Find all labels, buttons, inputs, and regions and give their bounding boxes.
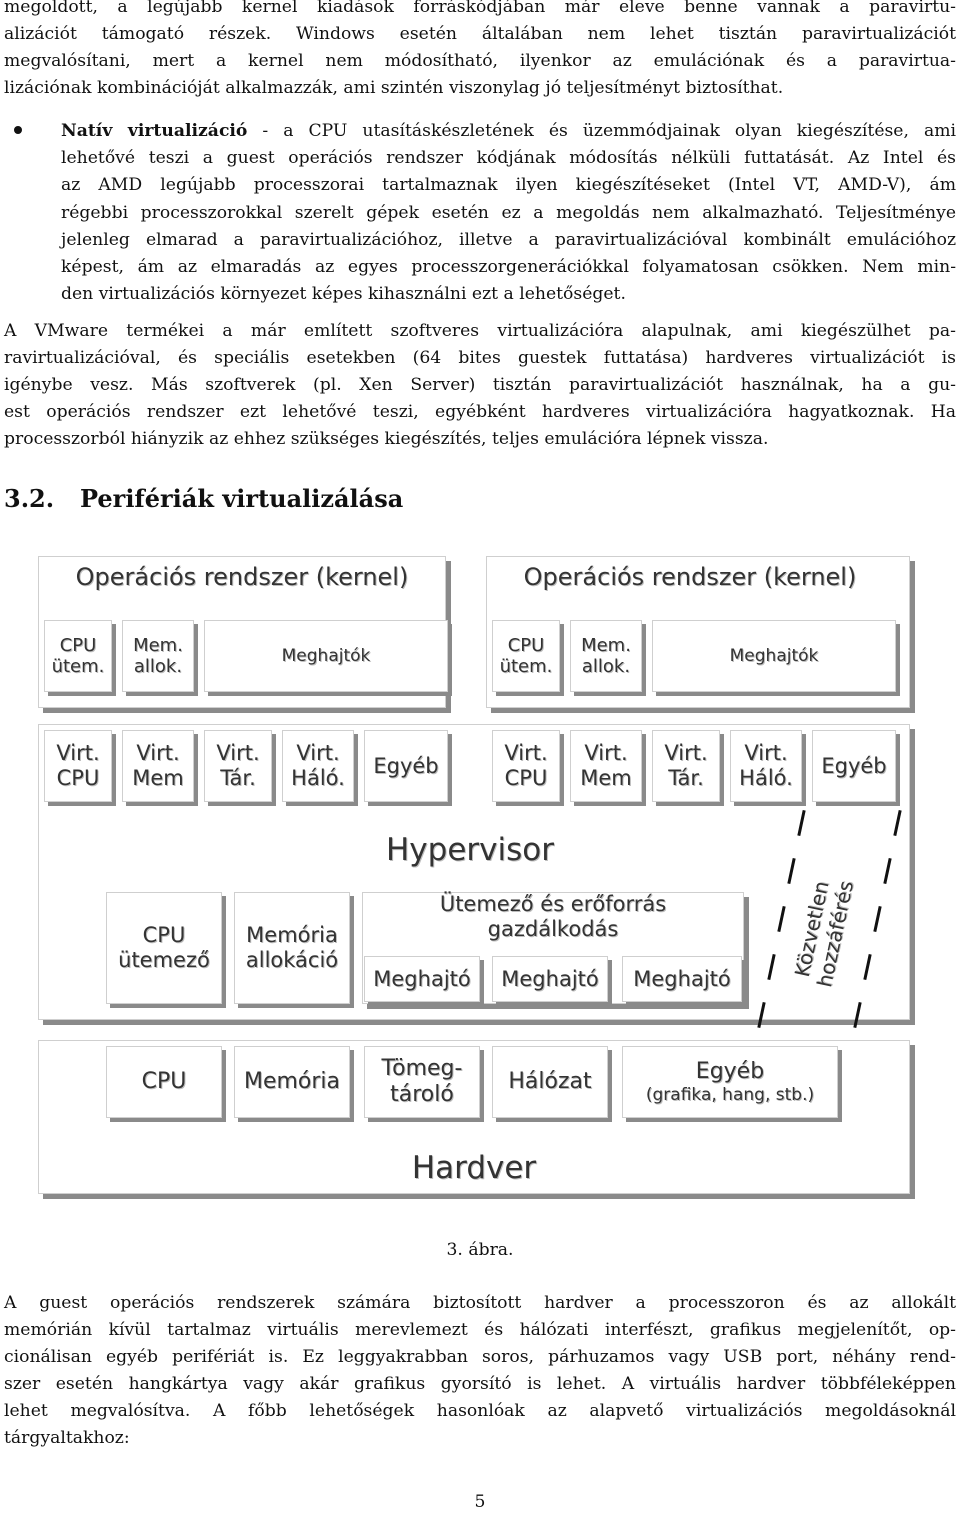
bullet-line: den virtualizációs környezet képes kihas… [61,284,626,305]
bullet-line: régebbi processzorokkal szerelt gépek es… [61,202,956,223]
drivers-cell: Meghajtók [204,620,448,692]
hypervisor-label: Hypervisor [386,832,554,868]
hw-other-cell: Egyéb (grafika, hang, stb.) [622,1046,838,1118]
figure-caption: 3. ábra. [446,1240,514,1260]
section-heading: 3.2. Perifériák virtualizálása [4,484,403,513]
section-title: Perifériák virtualizálása [80,484,404,513]
virt-other-cell: Egyéb [364,730,448,802]
hw-other-label: Egyéb [695,1059,765,1084]
guest-line: cionálisan egyéb perifériát is. Ez leggy… [4,1347,956,1367]
driver-cell: Meghajtó [364,956,480,1002]
scheduling-resources-label: Ütemező és erőforrás gazdálkodás [439,892,667,941]
os-kernel-label: Operációs rendszer (kernel) [75,563,409,591]
guest-line: lehet megvalósítva. A főbb lehetőségek h… [4,1401,956,1421]
vmware-line: ravirtualizációval, és speciális esetekb… [4,348,956,368]
intro-paragraph: megoldott, a legújabb kernel kiadások fo… [4,0,956,102]
bullet-term: Natív virtualizáció [61,121,248,141]
drivers-cell: Meghajtók [652,620,896,692]
hw-cpu-cell: CPU [106,1046,222,1118]
bullet-line: jelenleg elmarad a paravirtualizációhoz,… [61,229,956,250]
virt-mem-cell: Virt. Mem [570,730,642,802]
hw-storage-cell: Tömeg- tároló [364,1046,480,1118]
virt-other-cell: Egyéb [812,730,896,802]
vmware-paragraph: A VMware termékei a már említett szoftve… [4,318,956,453]
guest-line: memórián kívül tartalmaz virtuális merev… [4,1320,956,1340]
guest-line: tárgyaltakhoz: [4,1428,130,1448]
virt-cpu-cell: Virt. CPU [44,730,112,802]
hw-memory-cell: Memória [234,1046,350,1118]
guest-paragraph: A guest operációs rendszerek számára biz… [4,1290,956,1452]
guest-line: A guest operációs rendszerek számára biz… [4,1293,956,1313]
virt-storage-cell: Virt. Tár. [204,730,272,802]
intro-line: alizációt támogató részek. Windows eseté… [4,24,956,44]
bullet-icon [14,126,22,134]
virt-network-cell: Virt. Háló. [282,730,354,802]
bullet-first-line: Natív virtualizáció - a CPU utasításkész… [61,118,956,145]
bullet-first-rest: - a CPU utasításkészletének és üzemmódja… [247,121,957,141]
vmware-line: processzorból hiányzik az ehhez szüksége… [4,429,769,449]
hw-network-cell: Hálózat [492,1046,608,1118]
intro-line: lizációnak kombinációját alkalmazzák, am… [4,78,784,98]
os-kernel-label: Operációs rendszer (kernel) [523,563,857,591]
page-number: 5 [474,1492,486,1512]
intro-line: megoldott, a legújabb kernel kiadások fo… [4,0,956,17]
section-number: 3.2. [4,484,55,513]
virt-cpu-cell: Virt. CPU [492,730,560,802]
cpu-sched-cell: CPU ütem. [44,620,112,692]
driver-cell: Meghajtó [622,956,742,1002]
vmware-line: A VMware termékei a már említett szoftve… [4,321,956,341]
virt-mem-cell: Virt. Mem [122,730,194,802]
intro-line: megvalósítani, mert a kernel nem módosít… [4,51,956,71]
vmware-line: est operációs rendszer ezt lehetővé tesz… [4,402,956,422]
vmware-line: igénybe vesz. Más szoftverek (pl. Xen Se… [4,375,956,395]
cpu-scheduler-cell: CPU ütemező [106,892,222,1004]
guest-line: szer esetén hangkártya vagy akár grafiku… [4,1374,956,1394]
virt-storage-cell: Virt. Tár. [652,730,720,802]
memory-allocation-cell: Memória allokáció [234,892,350,1004]
driver-cell: Meghajtó [492,956,608,1002]
hw-other-detail: (grafika, hang, stb.) [645,1084,815,1105]
bullet-line: lehetővé teszi a guest operációs rendsze… [61,148,956,169]
mem-alloc-cell: Mem. allok. [122,620,194,692]
cpu-sched-cell: CPU ütem. [492,620,560,692]
hardware-label: Hardver [411,1150,537,1186]
mem-alloc-cell: Mem. allok. [570,620,642,692]
virt-network-cell: Virt. Háló. [730,730,802,802]
bullet-line: képest, ám az elmaradás az egyes process… [61,257,956,278]
bullet-line: az AMD legújabb processzorai tartalmazna… [61,175,956,196]
